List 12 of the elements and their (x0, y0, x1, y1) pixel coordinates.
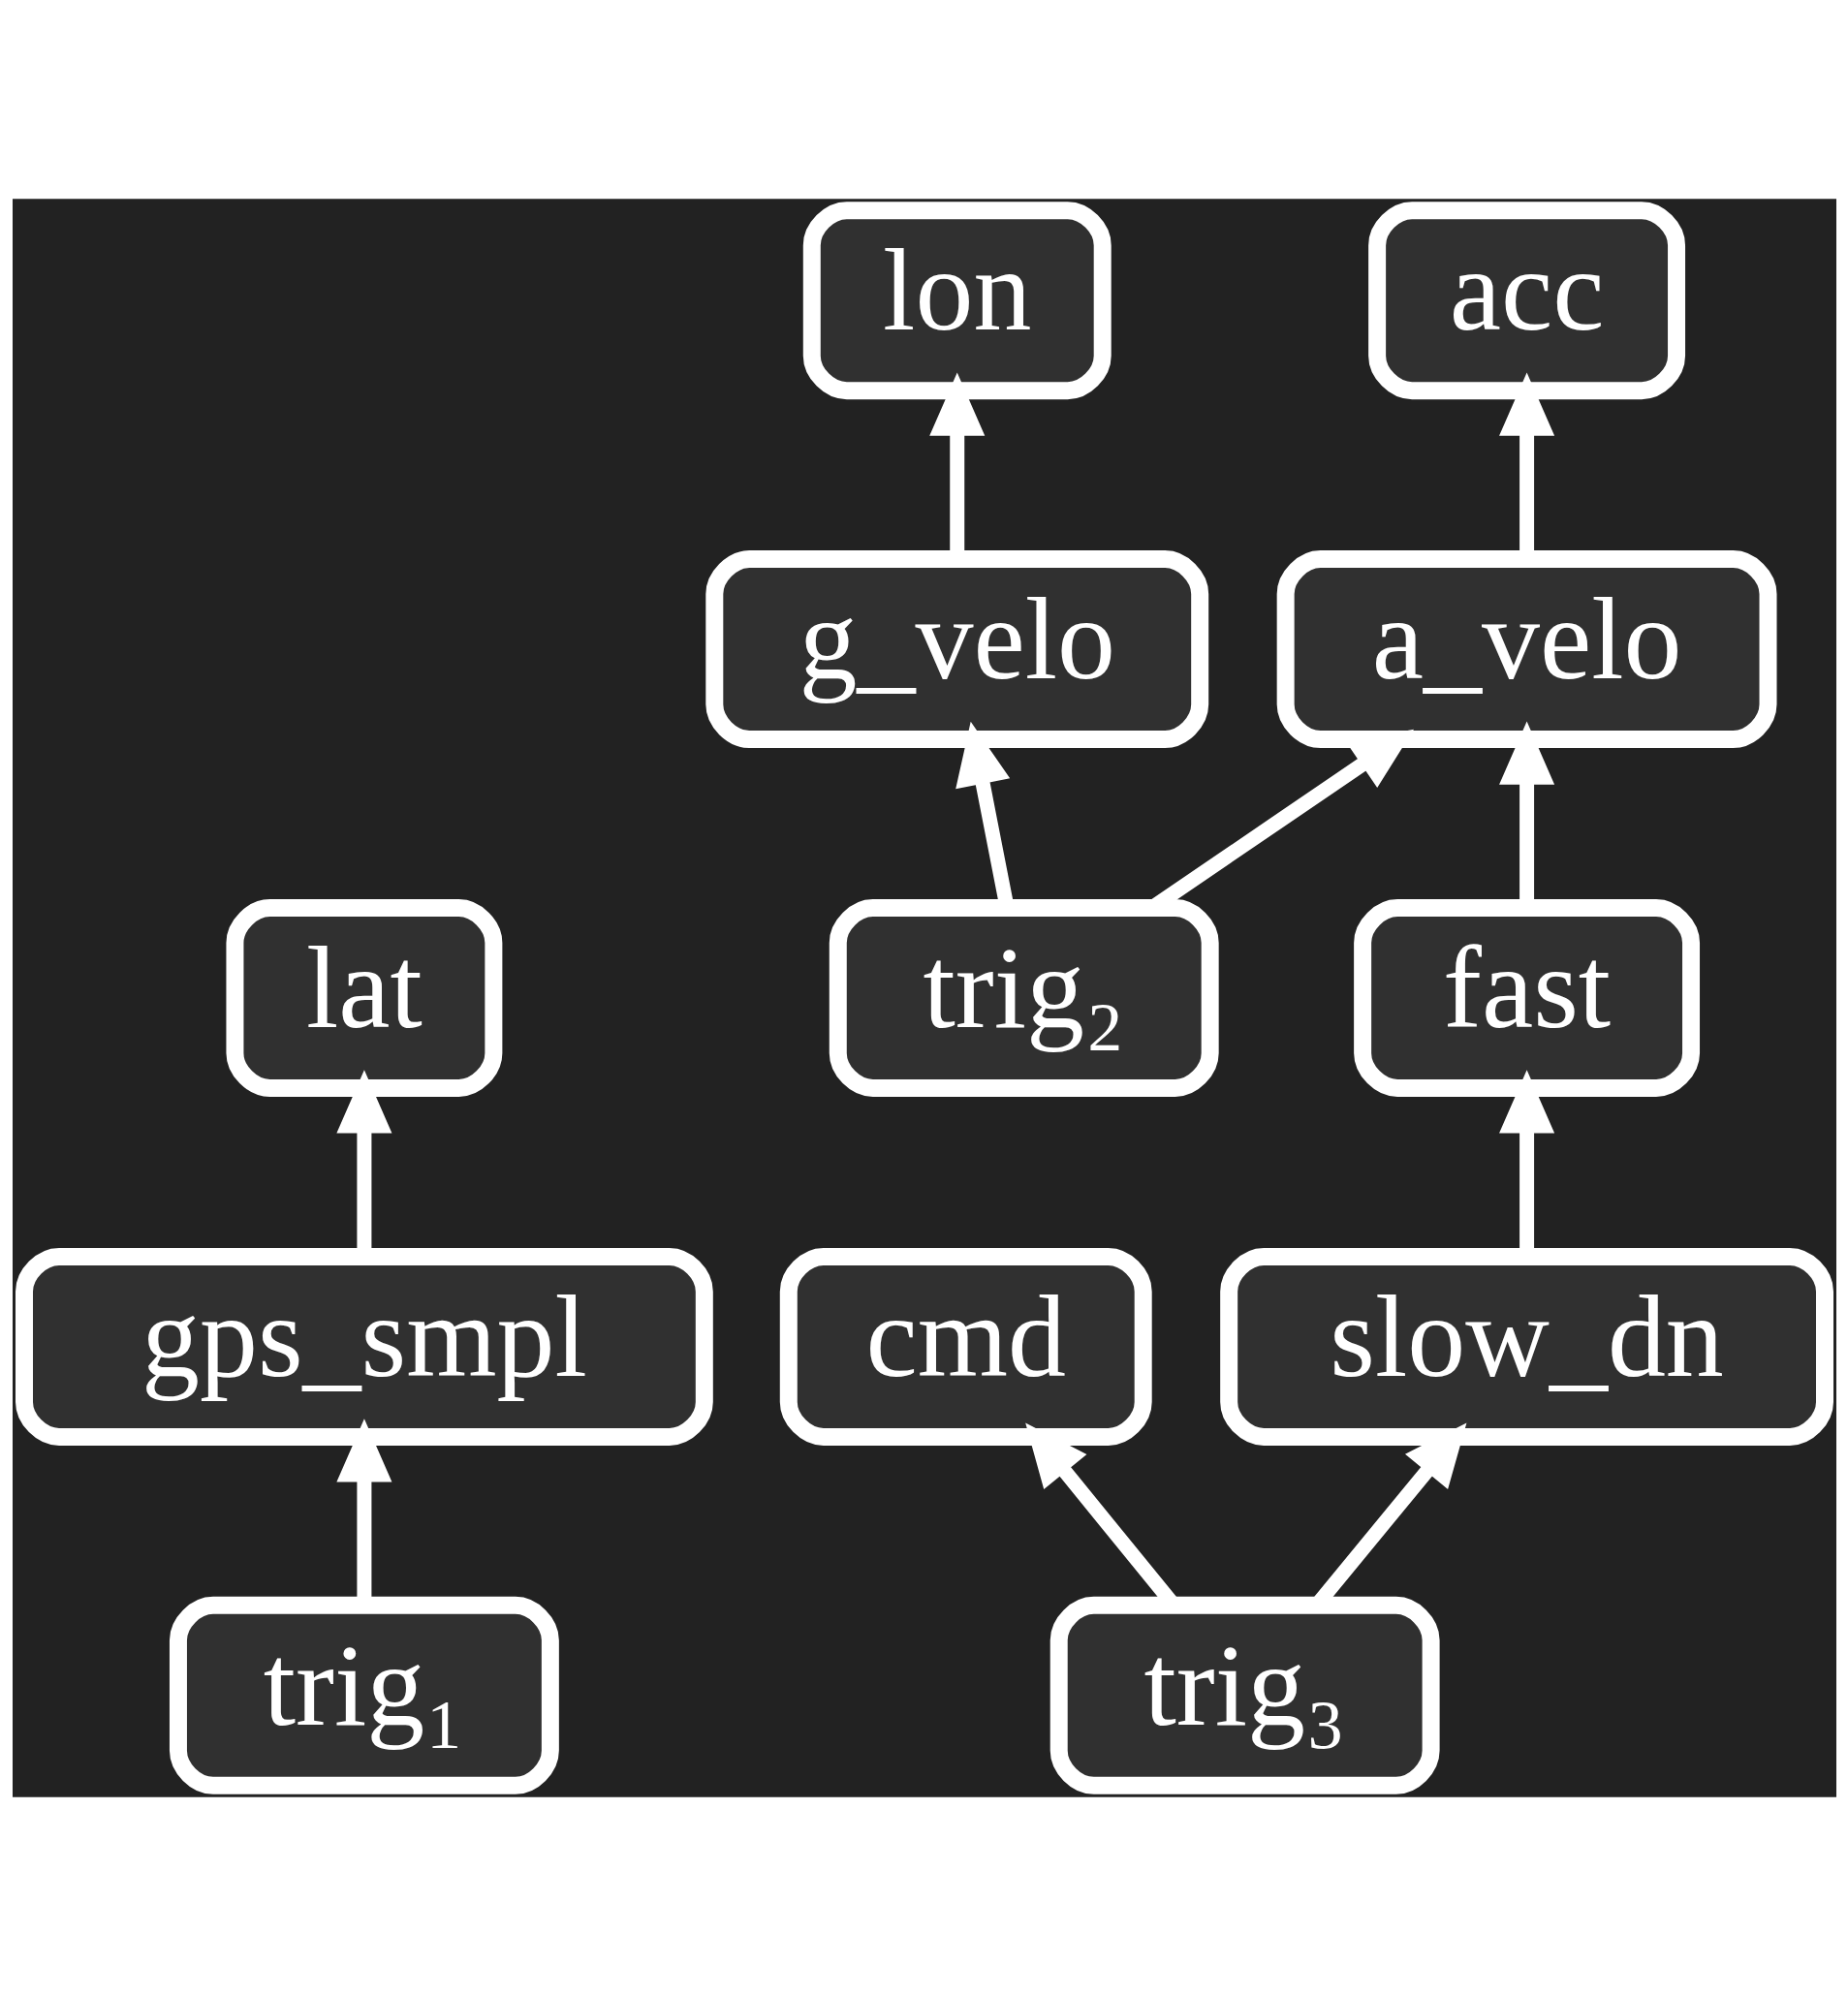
node-box: trig₂ (829, 899, 1219, 1097)
node-box: lat (225, 899, 502, 1097)
node-box: a_velo (1276, 550, 1776, 749)
node-box: fast (1353, 899, 1700, 1097)
node-box: trig₁ (169, 1596, 559, 1794)
node-box: cmd (779, 1247, 1152, 1446)
node-box: trig₃ (1049, 1596, 1440, 1794)
node-box: acc (1367, 202, 1685, 400)
node-box: lon (802, 202, 1112, 400)
node-box: slow_dn (1219, 1247, 1833, 1446)
node-box: g_velo (705, 550, 1208, 749)
node-box: gps_smpl (15, 1247, 713, 1446)
